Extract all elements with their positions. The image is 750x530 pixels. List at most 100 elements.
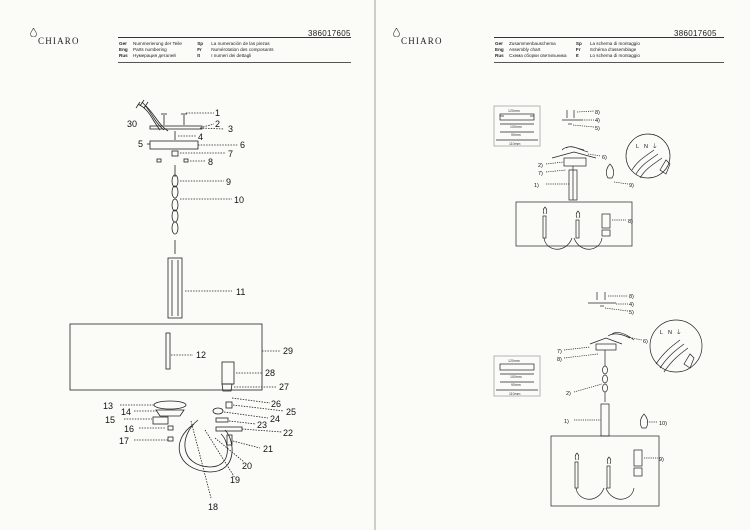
legend-text: I numeri dei dettagli xyxy=(211,53,252,58)
dim-label: 100mm xyxy=(510,125,522,129)
step-label: 1) xyxy=(534,183,539,189)
page-fold xyxy=(374,0,376,530)
callout-1: 1 xyxy=(215,108,220,118)
legend-lang: Ger xyxy=(119,41,127,46)
step-label: 6) xyxy=(643,339,648,345)
legend-lang: Eng xyxy=(119,47,128,52)
dim-label: 110mm xyxy=(509,392,520,396)
step-label: 7) xyxy=(538,171,543,177)
legend-text: Nummerierung der Teile xyxy=(133,41,182,46)
legend-lang: Sp xyxy=(575,41,582,46)
header-rule-bottom xyxy=(494,62,724,63)
step-label: 8) xyxy=(628,219,633,225)
step-label: 9) xyxy=(659,457,664,463)
callout-28: 28 xyxy=(265,368,275,378)
dim-label: 100mm xyxy=(510,375,522,379)
chiaro-drop-icon xyxy=(30,28,37,37)
legend-text: Схема сборки светильника xyxy=(509,53,567,58)
wire-label: L xyxy=(660,330,663,336)
step-label: 5) xyxy=(629,310,634,316)
callout-18: 18 xyxy=(208,502,218,512)
step-label: 8) xyxy=(629,294,634,300)
legend-text: La schema di montaggio xyxy=(589,41,640,46)
wire-label: N xyxy=(668,330,672,336)
callout-4: 4 xyxy=(198,132,203,142)
legend-lang: Sp xyxy=(197,41,204,46)
callout-12: 12 xyxy=(196,350,206,360)
brand-logo: CHIARO xyxy=(401,36,443,46)
legend-lang: Rus xyxy=(119,53,128,58)
legend-block: Ger Nummerierung der Teile Eng Parts numbe… xyxy=(119,41,280,59)
callout-10: 10 xyxy=(234,195,244,205)
step-label: 8) xyxy=(595,110,600,116)
step-label: 7) xyxy=(557,349,562,355)
step-label: 9) xyxy=(629,183,634,189)
callout-3: 3 xyxy=(228,124,233,134)
callout-30: 30 xyxy=(127,119,137,129)
step-label: 6) xyxy=(602,155,607,161)
callout-6: 6 xyxy=(240,140,245,150)
legend-text: Parts numbering xyxy=(133,47,167,52)
dim-label: 120mm xyxy=(508,359,520,363)
callout-2: 2 xyxy=(215,119,220,129)
step-label: 10) xyxy=(659,421,667,427)
doc-code: 386017605 xyxy=(674,29,717,38)
ground-icon: ⏚ xyxy=(676,329,682,336)
legend-lang: It xyxy=(575,53,579,58)
callout-21: 21 xyxy=(263,444,273,454)
callout-13: 13 xyxy=(103,401,113,411)
dim-label: 90mm xyxy=(511,133,521,137)
legend-lang: Fr xyxy=(197,47,202,52)
callout-29: 29 xyxy=(283,346,293,356)
step-label: 4) xyxy=(595,118,600,124)
legend-text: Zusammenbauschema xyxy=(509,41,556,46)
legend-text: Нумерация деталей xyxy=(133,53,176,58)
header-rule-bottom xyxy=(118,62,351,63)
step-label: 5) xyxy=(595,126,600,132)
legend-text: Assembly chart xyxy=(509,47,541,52)
assembly-diagram: 8) 4) 5) 6) 2) 7) 1) 9) 8) 8) 4) 5) 6) 7… xyxy=(493,105,703,507)
callout-24: 24 xyxy=(270,414,280,424)
dim-label: 90mm xyxy=(511,383,521,387)
callout-8: 8 xyxy=(208,157,213,167)
legend-lang: It xyxy=(197,53,201,58)
legend-lang: Fr xyxy=(575,47,581,52)
legend-lang: Ger xyxy=(495,41,503,46)
parts-page: CHIARO 386017605 Ger Nummerierung der Tei… xyxy=(0,0,374,530)
legend-lang: Eng xyxy=(495,47,504,52)
header-rule xyxy=(494,37,724,38)
legend-text: Schéma d'assemblage xyxy=(589,47,637,52)
callout-5: 5 xyxy=(138,139,143,149)
legend-text: La numeración de las piezas xyxy=(211,41,270,46)
callout-16: 16 xyxy=(124,424,134,434)
doc-code: 386017605 xyxy=(308,29,351,38)
callout-27: 27 xyxy=(279,382,289,392)
callout-26: 26 xyxy=(271,399,281,409)
callout-9: 9 xyxy=(226,177,231,187)
step-label: 4) xyxy=(629,302,634,308)
wire-label: N xyxy=(644,144,648,150)
callout-7: 7 xyxy=(228,149,233,159)
dim-label: 120mm xyxy=(508,109,520,113)
dim-label: 110mm xyxy=(509,142,520,146)
wire-label: L xyxy=(636,144,639,150)
step-label: 2) xyxy=(566,391,571,397)
header-rule xyxy=(118,37,351,38)
step-label: 1) xyxy=(564,419,569,425)
assembly-page: CHIARO 386017605 Ger Zusammenbauschema En… xyxy=(376,0,750,530)
callout-15: 15 xyxy=(105,415,115,425)
callout-23: 23 xyxy=(257,420,267,430)
callout-14: 14 xyxy=(121,407,131,417)
legend-text: Numérotation des composants xyxy=(211,47,274,52)
legend-text: Lo schema di montaggio xyxy=(589,53,640,58)
callout-25: 25 xyxy=(286,407,296,417)
callout-20: 20 xyxy=(242,461,252,471)
brand-logo: CHIARO xyxy=(38,36,80,46)
step-label: 8) xyxy=(557,357,562,363)
chiaro-drop-icon xyxy=(393,28,400,37)
callout-17: 17 xyxy=(119,436,129,446)
ground-icon: ⏚ xyxy=(652,143,658,150)
callout-22: 22 xyxy=(283,428,293,438)
parts-diagram: 1 2 3 4 5 6 7 8 9 10 11 12 13 14 15 16 1… xyxy=(69,99,296,512)
